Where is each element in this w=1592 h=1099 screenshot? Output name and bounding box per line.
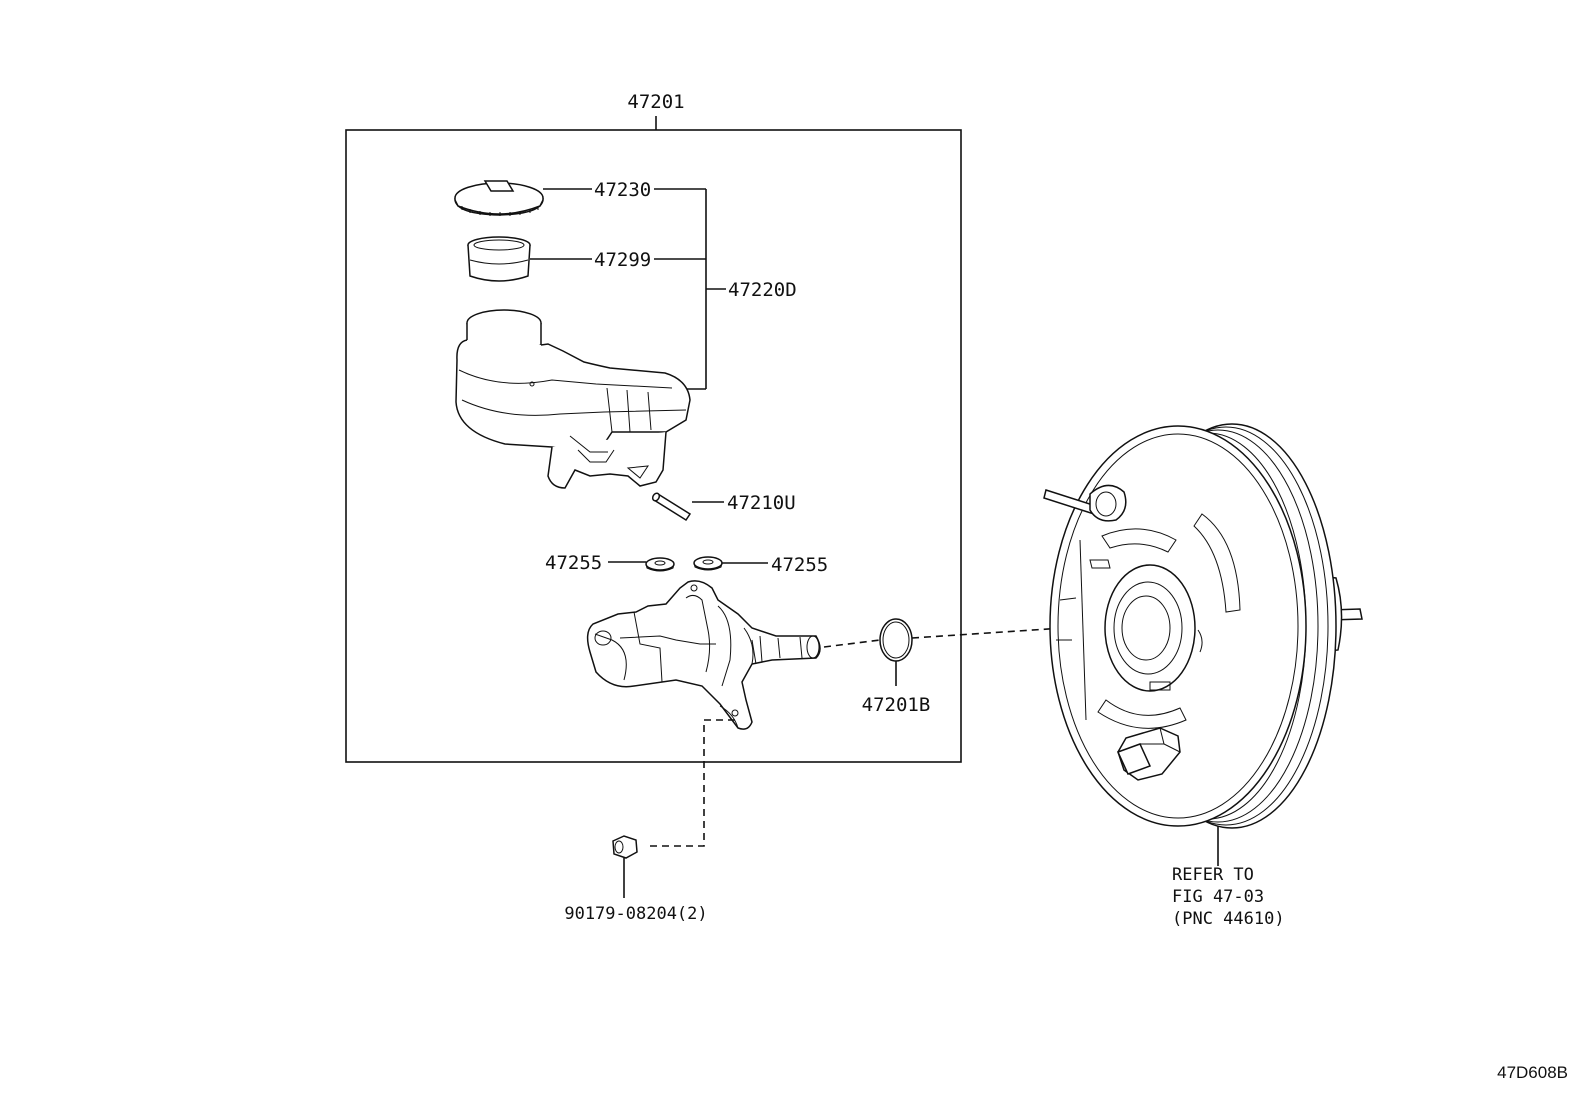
grommet-left-part[interactable] <box>645 557 675 572</box>
figure-code: 47D608B <box>1497 1063 1568 1082</box>
callout-label-47299[interactable]: 47299 <box>594 249 651 271</box>
master-cylinder-body-part[interactable] <box>586 580 821 730</box>
callout-47220D: 47220D <box>674 189 797 390</box>
callout-label-47255-left[interactable]: 47255 <box>545 552 602 574</box>
brake-booster-part[interactable] <box>1043 423 1363 829</box>
o-ring-part[interactable] <box>879 618 913 662</box>
callout-label-nut[interactable]: 90179-08204(2) <box>564 904 707 924</box>
refer-note-line2[interactable]: FIG 47-03 <box>1172 887 1264 907</box>
callout-label-47201B[interactable]: 47201B <box>862 694 931 716</box>
callout-47230: 47230 <box>543 179 706 201</box>
callout-47201B: 47201B <box>862 661 931 716</box>
assembly-boundary-box <box>345 129 962 763</box>
callout-nut: 90179-08204(2) <box>564 858 708 924</box>
callout-label-47210U[interactable]: 47210U <box>727 492 796 514</box>
master-cylinder-assembly-group: 47201 <box>345 91 962 763</box>
pin-part[interactable] <box>651 492 692 522</box>
callout-label-47220D[interactable]: 47220D <box>728 279 797 301</box>
callout-label-47230[interactable]: 47230 <box>594 179 651 201</box>
callout-47255-right: 47255 <box>722 554 828 576</box>
grommet-right-part[interactable] <box>693 556 723 571</box>
reservoir-tank-part[interactable] <box>455 309 691 489</box>
assembly-label[interactable]: 47201 <box>627 91 684 113</box>
nut-part[interactable] <box>612 835 638 859</box>
callout-47210U: 47210U <box>692 492 796 514</box>
callout-47255-left: 47255 <box>545 552 646 574</box>
reservoir-strainer-part[interactable] <box>467 236 531 282</box>
reservoir-cap-part[interactable] <box>454 180 544 216</box>
refer-note: REFER TO FIG 47-03 (PNC 44610) <box>1172 826 1285 929</box>
refer-note-line3[interactable]: (PNC 44610) <box>1172 909 1285 929</box>
callout-47299: 47299 <box>530 249 706 271</box>
callout-label-47255-right[interactable]: 47255 <box>771 554 828 576</box>
alignment-dashed-lines <box>646 623 1125 847</box>
refer-note-line1[interactable]: REFER TO <box>1172 865 1254 885</box>
